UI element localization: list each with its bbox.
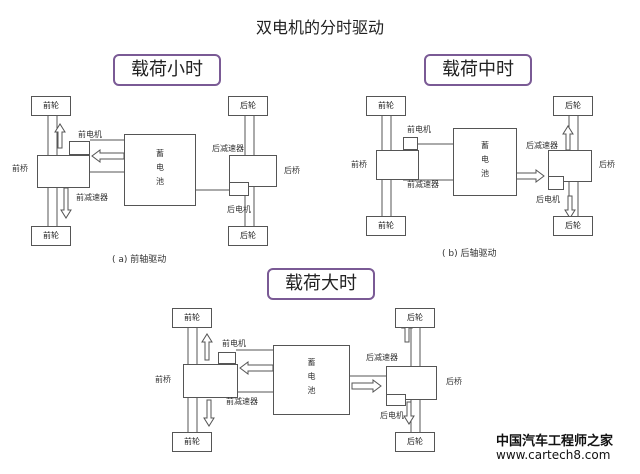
front-wheel-bottom: 前轮 [31, 226, 71, 246]
rear-motor-label-c: 后电机 [380, 411, 404, 420]
watermark-title: 中国汽车工程师之家 [496, 434, 614, 449]
front-motor-label-c: 前电机 [222, 339, 246, 348]
rear-wheel-top-b: 后轮 [553, 96, 593, 116]
rear-axle-body-a [229, 155, 277, 187]
front-reducer-label-c: 前减速器 [226, 397, 258, 406]
front-axle-body-b [376, 150, 419, 180]
load-large-label: 载荷大时 [267, 268, 375, 300]
front-motor-block-b [403, 137, 418, 150]
front-wheel-bottom-b: 前轮 [366, 216, 406, 236]
front-motor-label: 前电机 [78, 130, 102, 139]
watermark-url: www.cartech8.com [496, 448, 611, 462]
front-reducer-label-b: 前减速器 [407, 180, 439, 189]
rear-axle-label-b: 后桥 [599, 160, 615, 169]
rear-wheel-bottom-a: 后轮 [228, 226, 268, 246]
rear-motor-block-a [229, 182, 249, 196]
rear-wheel-top-a: 后轮 [228, 96, 268, 116]
rear-wheel-bottom-b: 后轮 [553, 216, 593, 236]
rear-motor-label-b: 后电机 [536, 195, 560, 204]
front-axle-body [37, 155, 90, 188]
front-axle-label-b: 前桥 [351, 160, 367, 169]
rear-axle-body-c [386, 366, 437, 400]
caption-b: ( b) 后轴驱动 [442, 249, 497, 259]
battery-b: 蓄电池 [453, 128, 517, 196]
load-small-label: 载荷小时 [113, 54, 221, 86]
diagram-title: 双电机的分时驱动 [255, 18, 384, 37]
front-wheel-top: 前轮 [31, 96, 71, 116]
front-axle-body-c [183, 364, 238, 398]
rear-motor-label-a: 后电机 [227, 205, 251, 214]
battery-c: 蓄电池 [273, 345, 350, 415]
front-motor-label-b: 前电机 [407, 125, 431, 134]
front-wheel-top-c: 前轮 [172, 308, 212, 328]
battery-a: 蓄电池 [124, 134, 196, 206]
battery-a-label: 蓄电池 [156, 149, 164, 186]
front-axle-label: 前桥 [12, 164, 28, 173]
rear-reducer-label-c: 后减速器 [366, 353, 398, 362]
rear-axle-label-c: 后桥 [446, 377, 462, 386]
caption-a: ( a) 前轴驱动 [112, 255, 167, 265]
front-axle-label-c: 前桥 [155, 375, 171, 384]
front-motor-block-c [218, 352, 236, 364]
rear-axle-label-a: 后桥 [284, 166, 300, 175]
rear-motor-block-b [548, 176, 564, 190]
rear-reducer-label-b: 后减速器 [526, 141, 558, 150]
battery-c-label: 蓄电池 [307, 358, 316, 395]
rear-motor-block-c [386, 394, 406, 406]
rear-wheel-top-c: 后轮 [395, 308, 435, 328]
front-motor-block [69, 141, 90, 155]
rear-reducer-label-a: 后减速器 [212, 144, 244, 153]
front-reducer-label: 前减速器 [76, 193, 108, 202]
load-medium-label: 载荷中时 [424, 54, 532, 86]
front-wheel-top-b: 前轮 [366, 96, 406, 116]
rear-wheel-bottom-c: 后轮 [395, 432, 435, 452]
battery-b-label: 蓄电池 [481, 141, 489, 178]
front-wheel-bottom-c: 前轮 [172, 432, 212, 452]
